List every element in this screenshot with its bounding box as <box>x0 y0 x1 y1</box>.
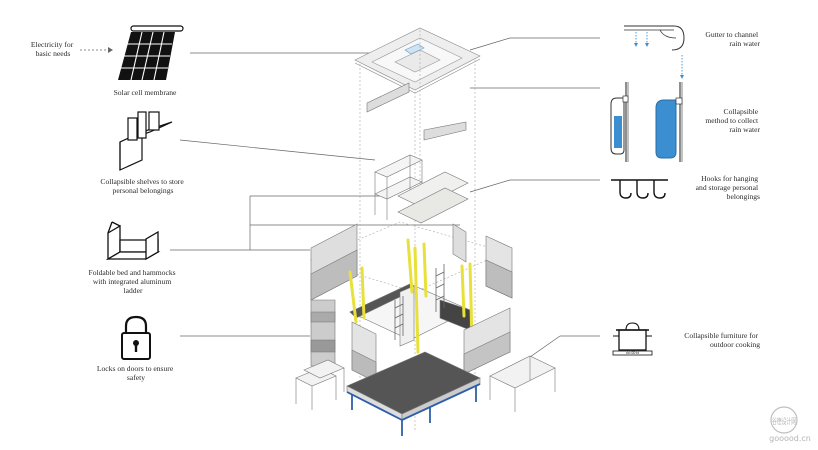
label-locks: Locks on doors to ensure safety <box>97 364 175 382</box>
bed-board-upper <box>397 171 469 208</box>
watermark-logo-icon <box>770 406 798 434</box>
bed-icon <box>105 221 161 261</box>
label-shelves: Collapsible shelves to store personal be… <box>100 177 185 195</box>
electricity-arrow-head <box>108 47 113 53</box>
leader-shelves <box>179 139 376 161</box>
label-collect: Collapsible method to collect rain water <box>705 107 760 134</box>
label-bed: Foldable bed and hammocks with integrate… <box>88 268 177 295</box>
ladders <box>394 264 445 340</box>
wall-panels <box>310 223 513 301</box>
gutter-icon <box>624 25 685 79</box>
hooks-icon <box>611 179 668 199</box>
watermark-url: gooood.cn <box>769 434 811 443</box>
shelves-icon <box>119 111 173 171</box>
exploded-structure <box>295 27 556 436</box>
label-electricity: Electricity for basic needs <box>31 40 75 58</box>
label-cooking: Collapsible furniture for outdoor cookin… <box>684 331 760 349</box>
plan-outline <box>309 221 506 293</box>
outdoor-chairs-left <box>295 359 345 410</box>
label-gutter: Gutter to channel rain water <box>705 30 760 48</box>
label-solar: Solar cell membrane <box>114 88 177 97</box>
cooking-pot-icon: dd:DDtd <box>612 322 653 356</box>
bed-board-lower <box>397 187 469 224</box>
base-platform <box>346 351 481 436</box>
roof-solar-membrane <box>354 27 481 94</box>
label-hooks: Hooks for hanging and storage personal b… <box>696 174 760 201</box>
lock-icon <box>121 315 151 360</box>
water-bag-icons <box>610 82 683 162</box>
solar-panel-icon <box>118 25 184 81</box>
text-labels: Electricity for basic needs Solar cell m… <box>31 30 761 382</box>
stove-text: dd:DDtd <box>626 351 640 355</box>
upper-wall-right <box>423 121 467 141</box>
leader-hooks-a <box>469 179 511 193</box>
upper-wall-left <box>366 82 410 113</box>
outdoor-table-right <box>489 355 556 412</box>
door-panel <box>310 299 336 367</box>
watermark: 谷德设计网 gooood.cn <box>769 406 811 443</box>
watermark-brand: 谷德设计网 <box>772 416 796 426</box>
leader-gutter-a <box>469 37 511 51</box>
